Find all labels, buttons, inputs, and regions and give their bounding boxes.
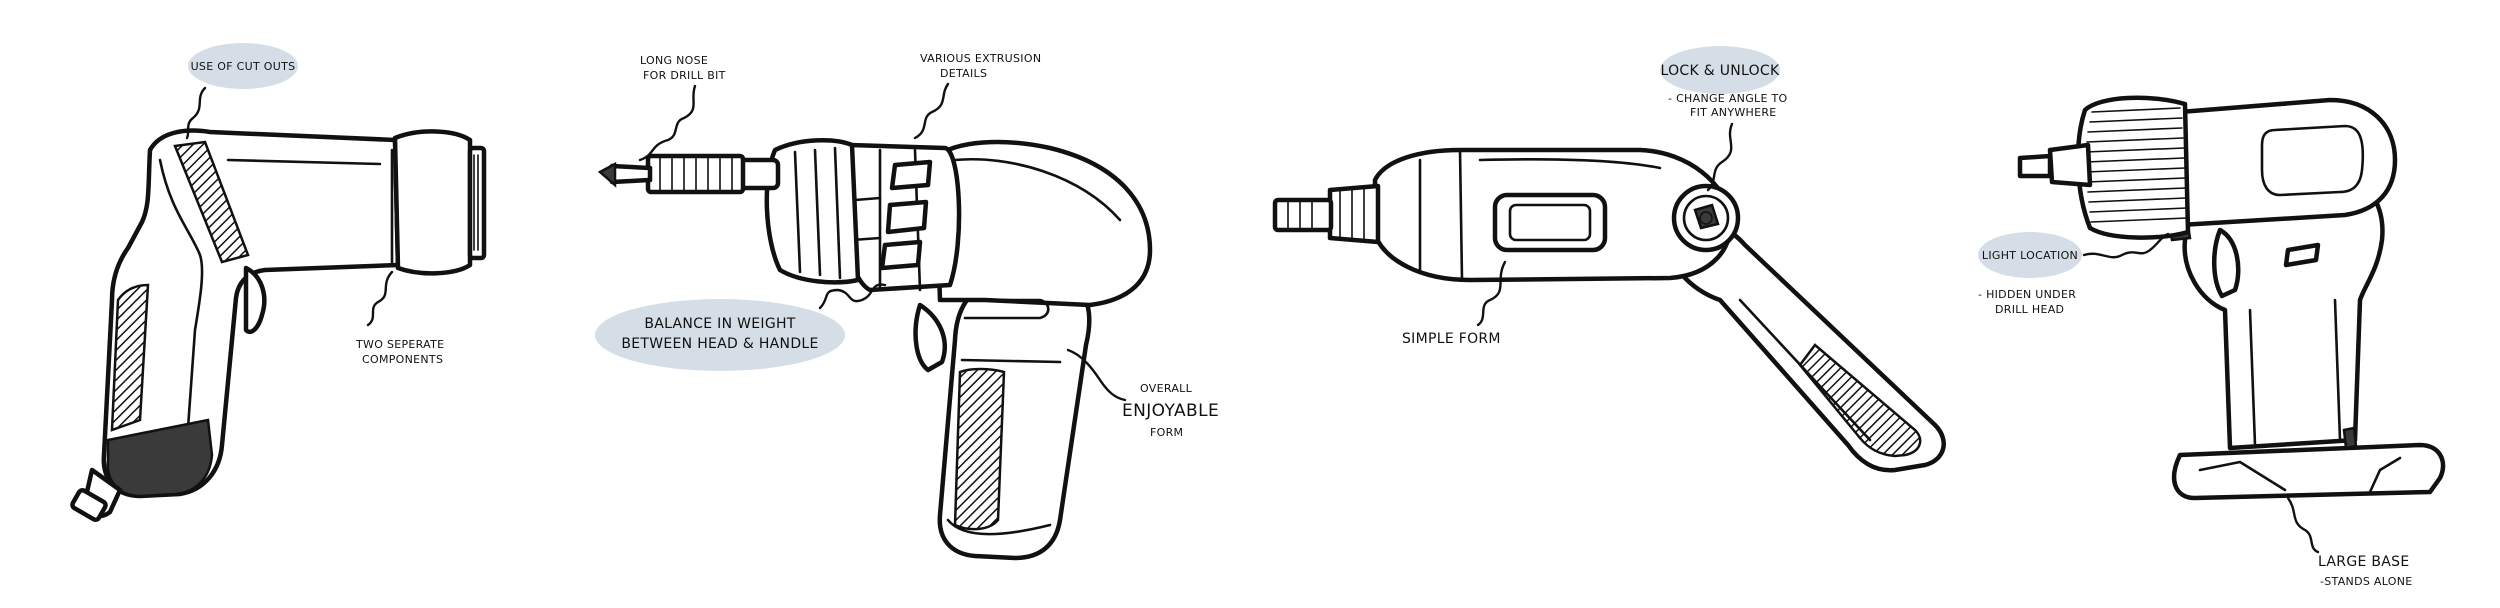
angle-label-2: fit anywhere	[1690, 106, 1777, 119]
long-nose-label-2: for drill bit	[643, 69, 726, 82]
angle-label-1: - Change angle to	[1668, 92, 1788, 105]
sketch-1-callouts: Use of cut outs Two seperate components	[185, 43, 444, 366]
extrusion-label-2: details	[940, 67, 987, 80]
lock-unlock-highlight	[1660, 46, 1780, 94]
sketch-4-upright-drill	[2017, 95, 2446, 501]
lock-unlock-label: Lock & Unlock	[1661, 63, 1781, 79]
long-nose-label-1: Long nose	[640, 54, 708, 67]
sketch-2-pistol-drill	[597, 138, 1153, 561]
balance-label-2: between head & handle	[621, 336, 818, 352]
sketch-2-callouts: Long nose for drill bit Various extrusio…	[595, 52, 1219, 439]
overall-label-1: Overall	[1140, 382, 1193, 395]
overall-label-2: Enjoyable	[1122, 401, 1219, 421]
sketch-3-callouts: Lock & Unlock - Change angle to fit anyw…	[1402, 46, 1788, 347]
hidden-under-label-1: - Hidden under	[1978, 288, 2076, 301]
extrusion-label-1: Various extrusion	[920, 52, 1041, 65]
two-components-label-1: Two seperate	[355, 338, 444, 351]
large-base-label: Large base	[2318, 554, 2409, 570]
stands-alone-label: -stands alone	[2320, 575, 2413, 588]
simple-form-label: Simple form	[1402, 331, 1501, 347]
sketch-3-pivot-screwdriver	[1272, 147, 1946, 473]
balance-label-1: Balance in weight	[644, 316, 795, 332]
overall-label-3: form	[1150, 426, 1183, 439]
sketch-4-callouts: Light location - Hidden under drill head…	[1978, 232, 2413, 588]
two-components-label-2: components	[362, 353, 443, 366]
light-location-label: Light location	[1982, 249, 2078, 262]
cut-outs-highlight	[188, 43, 298, 89]
use-of-cut-outs-label: Use of cut outs	[191, 60, 296, 73]
light-location-highlight	[1978, 232, 2082, 278]
balance-highlight	[595, 299, 845, 371]
hidden-under-label-2: drill head	[1995, 303, 2064, 316]
sketch-1-screwdriver	[70, 128, 487, 522]
